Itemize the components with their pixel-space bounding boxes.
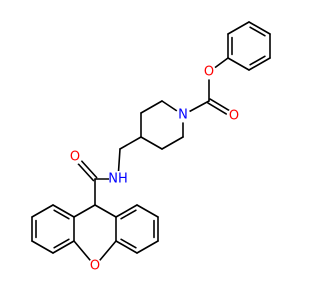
bond-r5-r6-b <box>120 238 137 249</box>
atom-label-n-piperidine: N <box>178 108 188 123</box>
bond-l1-l2-a <box>52 204 75 218</box>
atom-n-piperidine: N <box>175 107 191 123</box>
bond-ph2-ph3 <box>227 21 250 35</box>
bond-ph5-ph6-a <box>248 57 271 71</box>
bond-r5-r6-a <box>115 240 138 254</box>
bond-l5-l6-b <box>53 238 70 249</box>
bond-c4-pd <box>140 136 163 150</box>
bond-l4-l5 <box>31 240 54 254</box>
bond-r1-r2-b <box>120 209 137 220</box>
atom-label-o-ester-carbonyl: O <box>229 109 239 124</box>
bond-l1-l2-b <box>53 209 70 220</box>
bond-r4-r5 <box>136 240 159 254</box>
atom-layer: O O N NH O O <box>67 64 242 274</box>
atom-label-o-xanthene: O <box>90 259 100 274</box>
bond-pd-pe <box>161 136 184 150</box>
atom-nh-amide: NH <box>108 171 128 187</box>
bond-ph6-ph1 <box>227 57 250 71</box>
atom-label-o-amide: O <box>70 150 80 165</box>
bond-layer <box>31 21 271 267</box>
atom-o-xanthene: O <box>87 258 103 274</box>
bond-ph3-ph4-a <box>248 21 271 35</box>
bond-l5-l6-a <box>52 240 75 254</box>
bond-r1-r2-a <box>115 204 138 218</box>
bond-pa-pb <box>140 100 163 114</box>
bond-c9-l1 <box>73 204 96 218</box>
atom-o-ester: O <box>201 64 217 80</box>
atom-label-o-ester: O <box>204 65 214 80</box>
bond-l2-l3 <box>31 204 54 218</box>
atom-o-ester-carbonyl: O <box>226 108 242 124</box>
bond-r2-r3 <box>136 204 159 218</box>
bond-c4-ch2 <box>119 136 142 150</box>
bond-ph3-ph4-b <box>249 26 266 37</box>
bond-c9-r1 <box>94 204 117 218</box>
molecule-structure: O O N NH O O <box>31 21 271 274</box>
atom-label-nh-amide: NH <box>108 172 128 187</box>
bond-ph5-ph6-b <box>249 55 266 66</box>
atom-o-amide: O <box>67 149 83 165</box>
